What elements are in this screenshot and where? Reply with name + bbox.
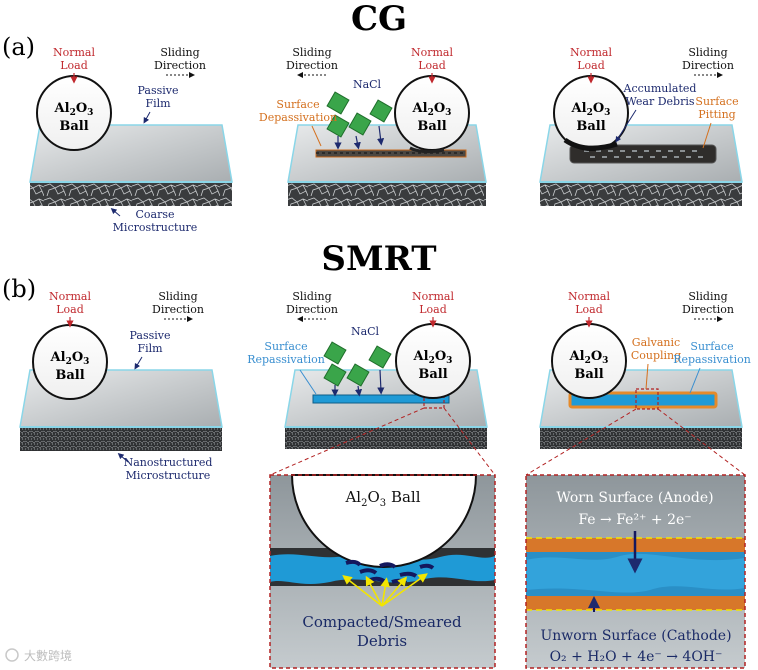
ball-a1: Al2O3 Ball <box>36 75 112 151</box>
block-a2 <box>287 124 487 206</box>
wear-track-b2 <box>312 394 450 404</box>
anode-equation: Fe → Fe²⁺ + 2e⁻ <box>578 512 691 528</box>
svg-text:Al2O3: Al2O3 <box>54 101 94 118</box>
zoom-lines <box>269 407 746 476</box>
ball-b2: Al2O3 Ball <box>395 323 471 399</box>
nacl-crystals-a2 <box>326 91 393 138</box>
nacl-label-a2: NaCl <box>353 78 382 91</box>
wear-track-a3 <box>569 144 717 164</box>
wear-track-b3 <box>568 391 718 409</box>
svg-text:Al2O3: Al2O3 <box>412 101 452 118</box>
orange-band-bottom <box>526 596 745 610</box>
svg-text:Ball: Ball <box>417 119 446 134</box>
nacl-label-b2: NaCl <box>351 325 380 338</box>
svg-text:Al2O3: Al2O3 <box>413 349 453 366</box>
ball-a3: Al2O3 Ball <box>553 75 629 151</box>
svg-text:Ball: Ball <box>55 368 84 383</box>
svg-text:Ball: Ball <box>576 119 605 134</box>
svg-text:Al2O3: Al2O3 <box>569 349 609 366</box>
panel-label-a: (a) <box>2 33 35 61</box>
ball-a2: Al2O3 Ball <box>394 75 470 154</box>
svg-text:Al2O3: Al2O3 <box>571 101 611 118</box>
title-cg: CG <box>351 0 407 39</box>
svg-text:Al2O3: Al2O3 <box>50 350 90 367</box>
ball-b3: Al2O3 Ball <box>551 323 627 399</box>
nacl-crystals-b2 <box>323 341 392 387</box>
svg-text:Ball: Ball <box>574 367 603 382</box>
svg-text:Ball: Ball <box>418 367 447 382</box>
panel-label-b: (b) <box>2 275 36 303</box>
title-smrt: SMRT <box>321 239 436 279</box>
inset-right: Worn Surface (Anode) Fe → Fe²⁺ + 2e⁻ Unw… <box>525 474 746 669</box>
inset-left-ball <box>290 474 478 568</box>
svg-text:Ball: Ball <box>59 119 88 134</box>
cathode-label: Unworn Surface (Cathode) <box>540 628 731 644</box>
cathode-equation: O₂ + H₂O + 4e⁻ → 4OH⁻ <box>550 649 723 665</box>
ball-b1: Al2O3 Ball <box>32 324 108 400</box>
anode-label: Worn Surface (Anode) <box>556 490 713 506</box>
svg-text:Al2O3 Ball: Al2O3 Ball <box>344 488 420 509</box>
svg-text:大數跨境: 大數跨境 <box>24 648 72 663</box>
watermark: 大數跨境 <box>5 648 72 663</box>
